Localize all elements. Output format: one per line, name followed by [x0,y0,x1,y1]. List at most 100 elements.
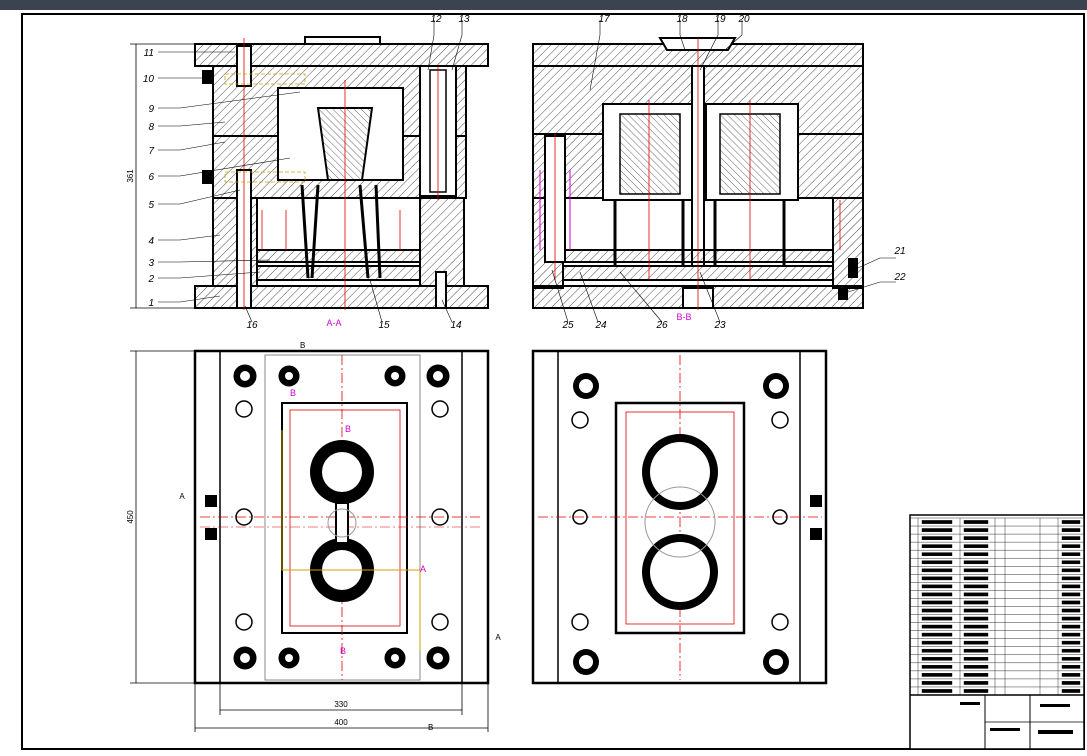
part-label-12: 12 [430,14,442,25]
dim-plan-height: 450 [126,510,135,524]
title-block-cell-text [1061,648,1081,653]
part-label-2: 2 [147,274,154,285]
title-block-cell-text [963,689,989,693]
title-block-cell-text [1061,592,1081,597]
title-block-cell-text [921,560,953,565]
mark-b-magenta-2: B [345,424,351,434]
title-block-cell-text [1061,632,1081,637]
title-block-cell-text [921,665,953,669]
title-block-cell-text [1061,568,1081,573]
part-label-7: 7 [148,146,154,157]
title-block-cell-text [921,592,953,597]
title-block-cell-text [1061,640,1081,645]
window-top-bar [0,0,1087,10]
title-block-cell-text [963,673,989,677]
part-label-13: 13 [458,14,470,25]
section-label-bb: B-B [676,312,691,322]
title-block-cell-text [1061,673,1081,677]
title-block-cell-text [1061,520,1081,524]
part-label-8: 8 [148,122,154,133]
part-label-4: 4 [148,236,154,247]
dim-height: 361 [126,169,135,183]
leaders [158,20,896,323]
title-block-cell-text [921,656,953,661]
title-block-cell-text [963,592,989,597]
part-label-18: 18 [676,14,688,25]
part-label-1: 1 [148,298,154,309]
title-block-cell-text [921,584,953,589]
title-block-cell-text [1061,560,1081,565]
title-block-cell-text [1061,576,1081,581]
title-block-cell-text [921,689,953,693]
title-block-cell-text [921,616,953,621]
plan-view-right [531,349,828,685]
section-view-bb [532,37,864,310]
title-block-cell-text [1061,616,1081,621]
part-label-16: 16 [246,320,258,331]
mark-a-right: A [495,633,501,642]
title-block-cell-text [1061,689,1081,693]
part-label-22: 22 [893,272,906,283]
title-block-cell-text [921,624,953,629]
title-block-cell-text [1061,608,1081,613]
title-block-cell-text [921,673,953,677]
title-block-cell-text [963,616,989,621]
title-block-cell-text [1061,528,1081,532]
title-block-cell-text [963,681,989,685]
title-block-cell-text [1061,665,1081,669]
plan-view-left [193,349,490,685]
part-label-23: 23 [713,320,726,331]
title-block-cell-text [921,640,953,645]
title-block-cell-text [1061,584,1081,589]
part-label-15: 15 [378,320,390,331]
part-label-9: 9 [148,104,154,115]
title-block-cell-text [963,608,989,613]
title-block-cell-text [963,544,989,548]
title-block-cell-text [1061,624,1081,629]
title-block-cell-text [963,624,989,629]
part-label-10: 10 [143,74,155,85]
part-label-6: 6 [148,172,154,183]
title-block-cell-text [921,568,953,573]
title-block-cell-text [963,552,989,557]
dimensions [130,43,489,732]
mark-b-magenta-1: B [290,388,296,398]
title-block-cell-text [921,520,953,524]
title-block-cell-text [921,648,953,653]
part-label-14: 14 [450,320,462,331]
title-block-cell-text [963,648,989,653]
section-label-aa: A-A [326,318,341,328]
mark-a-left: A [179,492,185,501]
title-block-cell-text [1061,600,1081,605]
title-block-cell-text [921,576,953,581]
title-block-cell-text [921,608,953,613]
part-label-17: 17 [598,14,610,25]
dim-width-outer: 400 [334,718,348,727]
cad-drawing: 361 450 330 400 11 10 9 8 7 [21,13,1085,750]
mark-b-top: B [300,341,305,350]
title-block-cell-text [963,656,989,661]
title-block-cell-text [921,536,953,540]
title-block-cell-text [963,640,989,645]
title-block-cell-text [1061,656,1081,661]
part-label-3: 3 [148,258,154,269]
title-block-cell-text [921,544,953,548]
title-block-cell-text [921,528,953,532]
drawing-sheet: 361 450 330 400 11 10 9 8 7 [0,10,1087,751]
title-block-cell-text [963,520,989,524]
title-block-cell-text [921,681,953,685]
title-block-cell-text [1061,552,1081,557]
part-label-20: 20 [737,14,750,25]
title-block-cell-text [963,600,989,605]
mark-a-magenta-1: A [420,564,426,574]
part-label-26: 26 [655,320,668,331]
title-block-cell-text [963,528,989,532]
title-block-cell-text [1061,681,1081,685]
part-label-21: 21 [893,246,905,257]
part-label-19: 19 [714,14,726,25]
title-block-cell-text [1061,544,1081,548]
title-block-cell-text [963,632,989,637]
title-block-cell-text [963,584,989,589]
part-label-25: 25 [561,320,574,331]
part-label-24: 24 [594,320,607,331]
